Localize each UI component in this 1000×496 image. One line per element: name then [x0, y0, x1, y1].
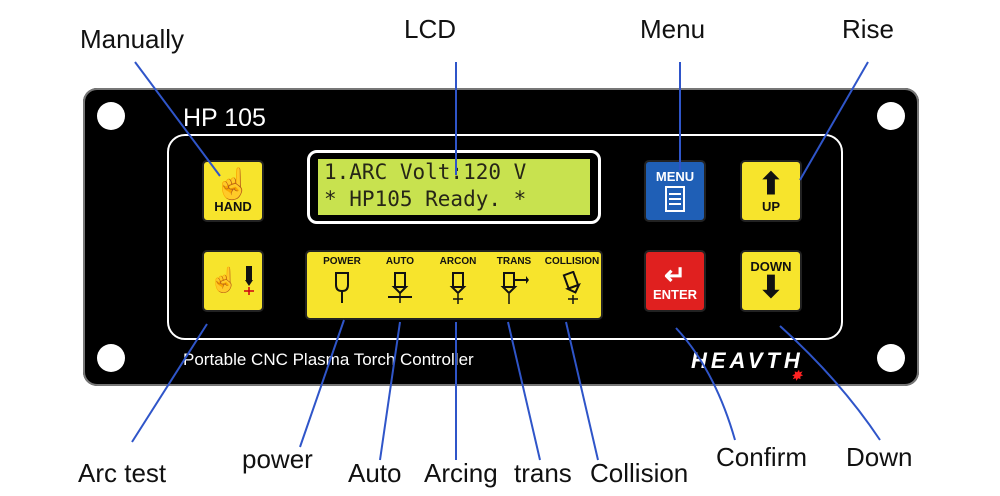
- enter-button-label: ENTER: [652, 286, 698, 302]
- mount-hole: [97, 102, 125, 130]
- control-frame: [167, 134, 843, 340]
- return-arrow-icon: ↵: [664, 259, 686, 290]
- spark-icon: ✸: [791, 368, 806, 383]
- indicator-arcon-label: ARCON: [439, 256, 477, 267]
- lcd-line-1: 1.ARC Volt:120 V: [324, 160, 527, 184]
- power-plug-icon: [335, 272, 349, 303]
- label-confirm: Confirm: [716, 442, 808, 472]
- document-icon: [665, 186, 685, 212]
- mount-hole: [97, 344, 125, 372]
- label-power: power: [242, 444, 313, 474]
- indicator-auto-label: AUTO: [385, 256, 415, 267]
- label-manually: Manually: [80, 24, 185, 54]
- indicator-power-label: POWER: [323, 256, 361, 267]
- indicator-auto: AUTO: [371, 256, 429, 310]
- label-down: Down: [846, 442, 913, 472]
- auto-torch-icon: [388, 272, 412, 303]
- indicator-arcon: ARCON: [429, 256, 487, 310]
- arc-test-button[interactable]: ☝: [202, 250, 264, 312]
- indicator-collision-label: COLLISION: [544, 256, 600, 267]
- lcd-screen: 1.ARC Volt:120 V * HP105 Ready. *: [318, 159, 590, 215]
- label-collision: Collision: [590, 458, 689, 488]
- label-auto: Auto: [348, 458, 402, 488]
- label-lcd: LCD: [404, 14, 457, 44]
- product-tagline: Portable CNC Plasma Torch Controller: [183, 350, 474, 369]
- label-arc-test: Arc test: [78, 458, 167, 488]
- arc-on-icon: [449, 272, 467, 304]
- label-rise: Rise: [842, 14, 895, 44]
- transfer-icon: [500, 272, 529, 304]
- up-button-label: UP: [761, 198, 781, 214]
- status-indicators: POWER AUTO ARCON TRA: [305, 250, 603, 320]
- lcd-line-2: * HP105 Ready. *: [324, 187, 527, 211]
- controller-panel: HP 105 1.ARC Volt:120 V * HP105 Ready. *…: [83, 88, 919, 386]
- indicator-trans-label: TRANS: [496, 256, 532, 267]
- hand-pointer-icon: ☝: [214, 167, 252, 201]
- brand-name: HEAVTH: [691, 348, 804, 373]
- collision-icon: [562, 270, 581, 304]
- indicator-collision: COLLISION: [543, 256, 601, 310]
- menu-button[interactable]: MENU: [644, 160, 706, 222]
- arrow-down-icon: ⬇: [758, 270, 784, 304]
- lcd-display: 1.ARC Volt:120 V * HP105 Ready. *: [307, 150, 601, 224]
- brand-logo: HEAVTH ✸: [691, 348, 804, 383]
- indicator-trans: TRANS: [485, 256, 543, 310]
- mount-hole: [877, 102, 905, 130]
- label-menu: Menu: [640, 14, 706, 44]
- hand-button[interactable]: ☝ HAND: [202, 160, 264, 222]
- up-button[interactable]: ⬆ UP: [740, 160, 802, 222]
- menu-button-label: MENU: [655, 169, 695, 184]
- enter-button[interactable]: ↵ ENTER: [644, 250, 706, 312]
- down-button[interactable]: DOWN ⬇: [740, 250, 802, 312]
- label-arcing: Arcing: [424, 458, 498, 488]
- label-trans: trans: [514, 458, 572, 488]
- mount-hole: [877, 344, 905, 372]
- hand-torch-icon: ☝: [209, 266, 257, 296]
- model-name: HP 105: [183, 104, 266, 132]
- indicator-power: POWER: [313, 256, 371, 310]
- down-button-label: DOWN: [750, 258, 792, 274]
- arrow-up-icon: ⬆: [758, 167, 784, 201]
- hand-button-label: HAND: [214, 198, 252, 214]
